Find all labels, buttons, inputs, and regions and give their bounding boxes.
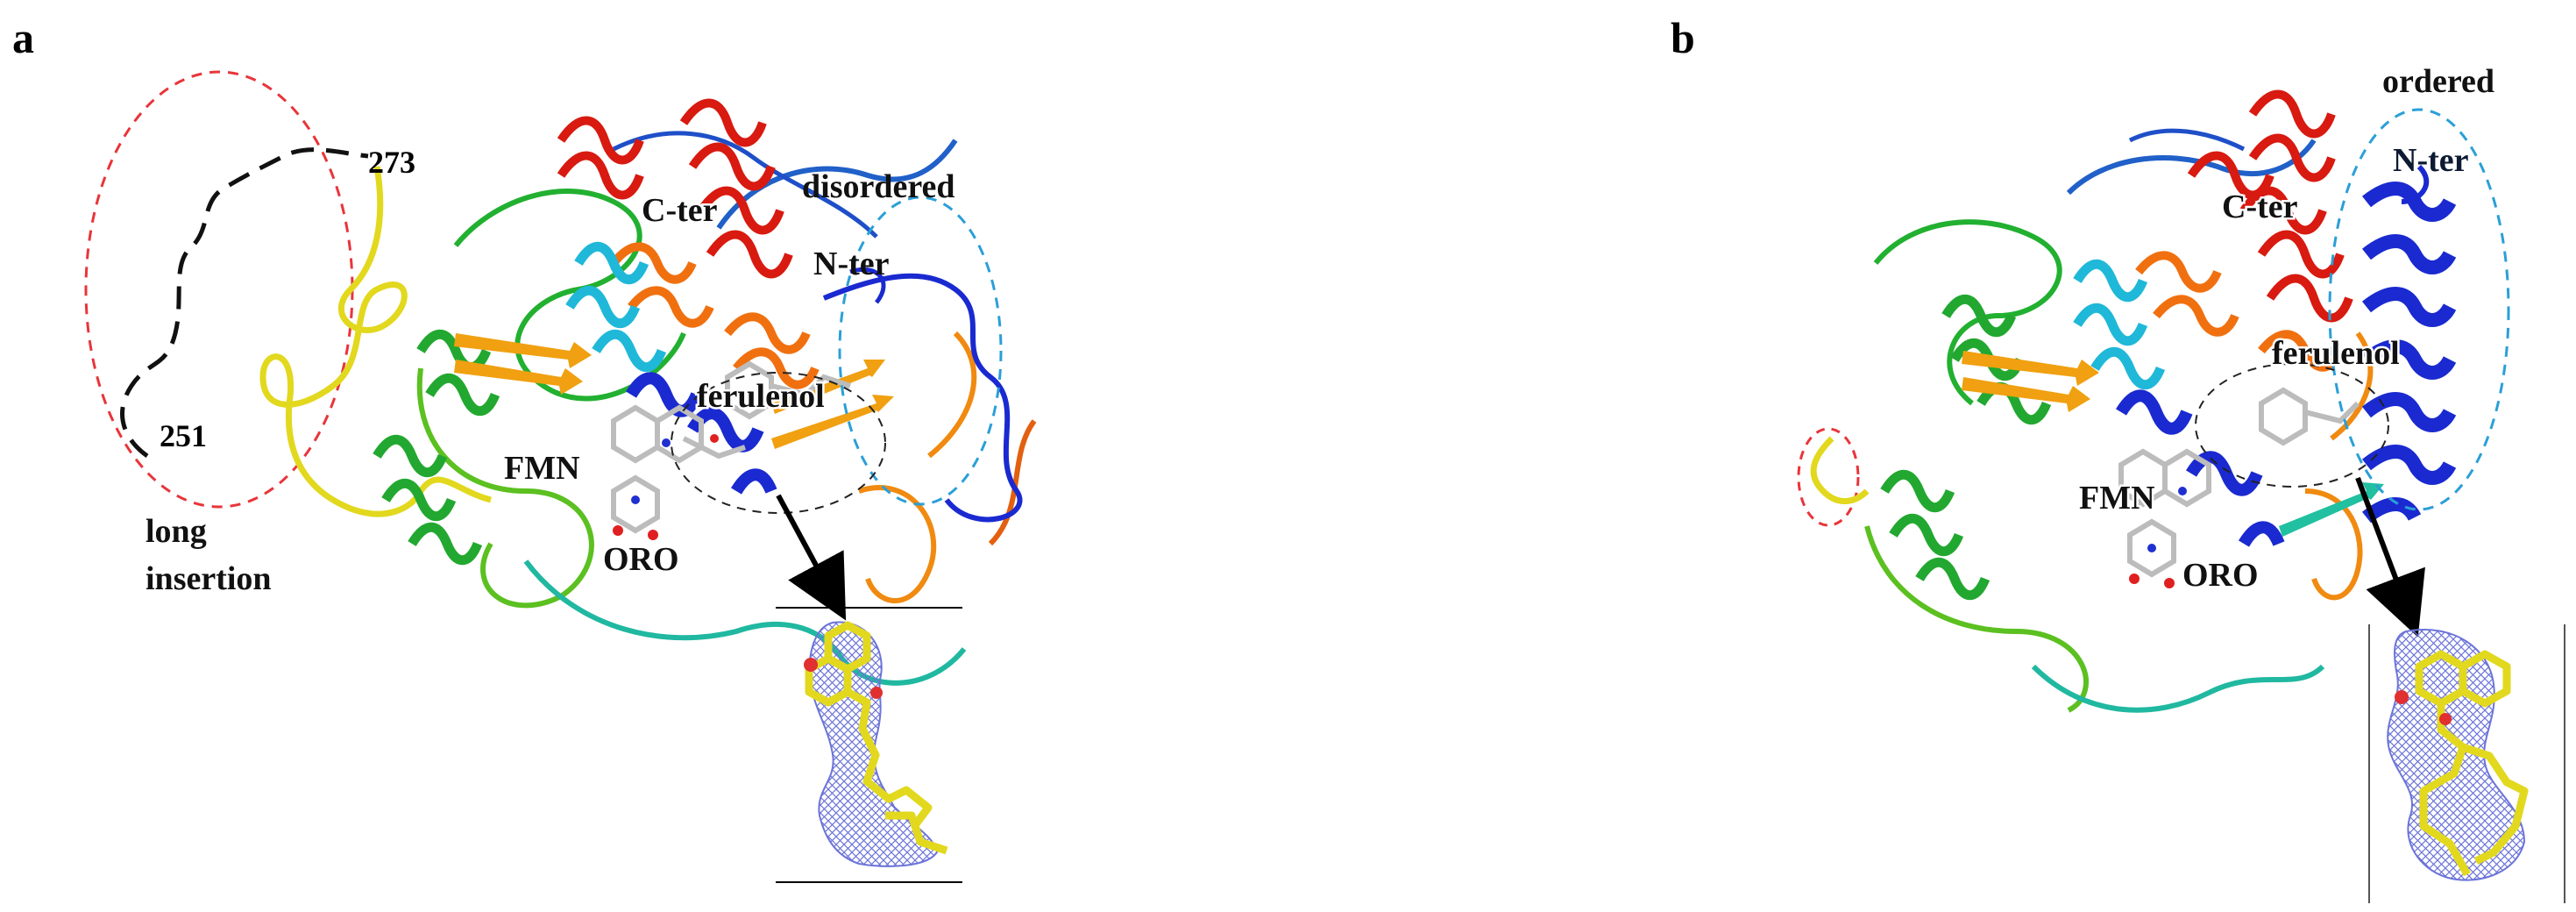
cter-label-b: C-ter (2222, 189, 2298, 225)
insertion-label-line2: insertion (145, 560, 272, 597)
ferulenol-circle-a (671, 372, 886, 514)
insertion-loop (259, 166, 492, 517)
panel-letter-b: b (1671, 13, 1695, 62)
ferulenol-label-b: ferulenol (2272, 335, 2400, 372)
residue-251-label: 251 (160, 418, 207, 453)
inset-arrow-b (2355, 476, 2425, 638)
protein-cartoon-a (373, 98, 1037, 686)
inset-arrow-a (776, 494, 847, 621)
disordered-loop-trace (120, 147, 369, 459)
ferulenol-circle-b (2195, 363, 2389, 488)
ordered-label: ordered (2382, 63, 2494, 100)
fmn-label-b: FMN (2079, 480, 2155, 517)
density-inset-b (2387, 629, 2529, 881)
protein-cartoon-b (1864, 89, 2457, 713)
ferulenol-label-a: ferulenol (697, 378, 825, 415)
nter-circle-b (2328, 108, 2510, 511)
disordered-label: disordered (802, 168, 955, 205)
nter-label-a: N-ter (813, 246, 890, 282)
insertion-circle-b (1797, 427, 1860, 527)
panel-a: a 273 251 long insertion (12, 13, 1037, 883)
panel-b: b (1671, 13, 2565, 903)
oro-label-a: ORO (603, 541, 679, 578)
density-inset-a (804, 621, 948, 867)
nter-label-b: N-ter (2393, 142, 2469, 179)
nter-circle-a (838, 196, 1003, 506)
fmn-label-a: FMN (504, 450, 580, 487)
cter-label-a: C-ter (642, 192, 718, 229)
residue-273-label: 273 (368, 145, 415, 180)
panel-letter-a: a (12, 13, 34, 62)
oro-label-b: ORO (2182, 557, 2259, 594)
insertion-label-line1: long (145, 513, 207, 550)
insertion-circle (84, 70, 354, 509)
